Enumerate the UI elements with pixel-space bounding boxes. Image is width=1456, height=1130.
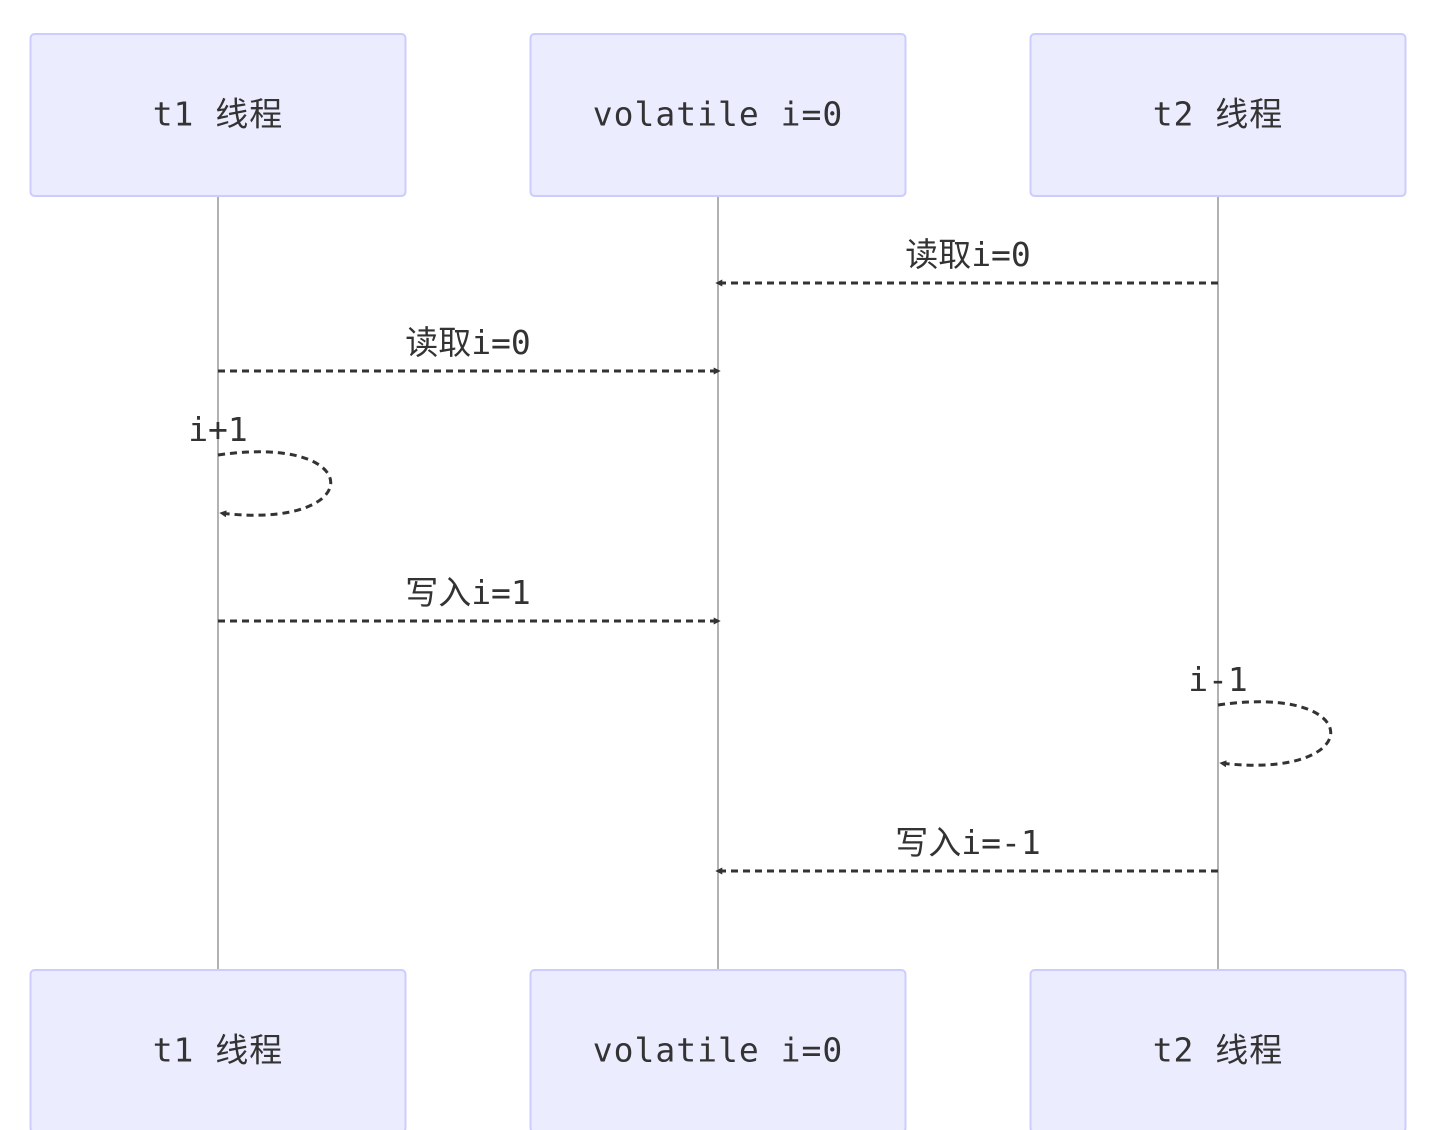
message-label: 写入i=1 (405, 573, 531, 612)
participant-vol-bottom: volatile i=0 (529, 969, 907, 1130)
message-3: i+1 (188, 410, 333, 518)
participant-label: t1 线程 (153, 95, 284, 134)
participant-t1-top: t1 线程 (29, 33, 407, 197)
participant-box (1029, 969, 1407, 1130)
participant-box (1029, 33, 1407, 197)
message-label: 读取i=0 (405, 323, 531, 362)
participant-t1-bottom: t1 线程 (29, 969, 407, 1130)
participant-label: t2 线程 (1153, 95, 1284, 134)
participant-t2-bottom: t2 线程 (1029, 969, 1407, 1130)
message-1: 读取i=0 (715, 235, 1218, 287)
participant-label: volatile i=0 (593, 95, 843, 134)
participant-vol-top: volatile i=0 (529, 33, 907, 197)
lifelines (217, 196, 1219, 970)
participant-box (529, 33, 907, 197)
participant-box (29, 33, 407, 197)
participant-t2-top: t2 线程 (1029, 33, 1407, 197)
message-label: 写入i=-1 (895, 823, 1040, 862)
self-message-arrow (1217, 700, 1333, 768)
participant-label: t2 线程 (1153, 1031, 1284, 1070)
participant-label: volatile i=0 (593, 1031, 843, 1070)
messages: 读取i=0 读取i=0 i+1 写入i=1 i-1 写入i=-1 (188, 235, 1333, 875)
participant-box (529, 969, 907, 1130)
message-label: 读取i=0 (905, 235, 1031, 274)
message-2: 读取i=0 (218, 323, 721, 375)
message-6: 写入i=-1 (715, 823, 1218, 875)
message-4: 写入i=1 (218, 573, 721, 625)
self-message-arrow (217, 450, 333, 518)
message-label: i+1 (188, 410, 248, 449)
participant-label: t1 线程 (153, 1031, 284, 1070)
participant-box (29, 969, 407, 1130)
message-5: i-1 (1188, 660, 1333, 768)
participants: t1 线程 t1 线程 volatile i=0 volatile i=0 t2 线程 t… (29, 33, 1407, 1130)
message-label: i-1 (1188, 660, 1248, 699)
